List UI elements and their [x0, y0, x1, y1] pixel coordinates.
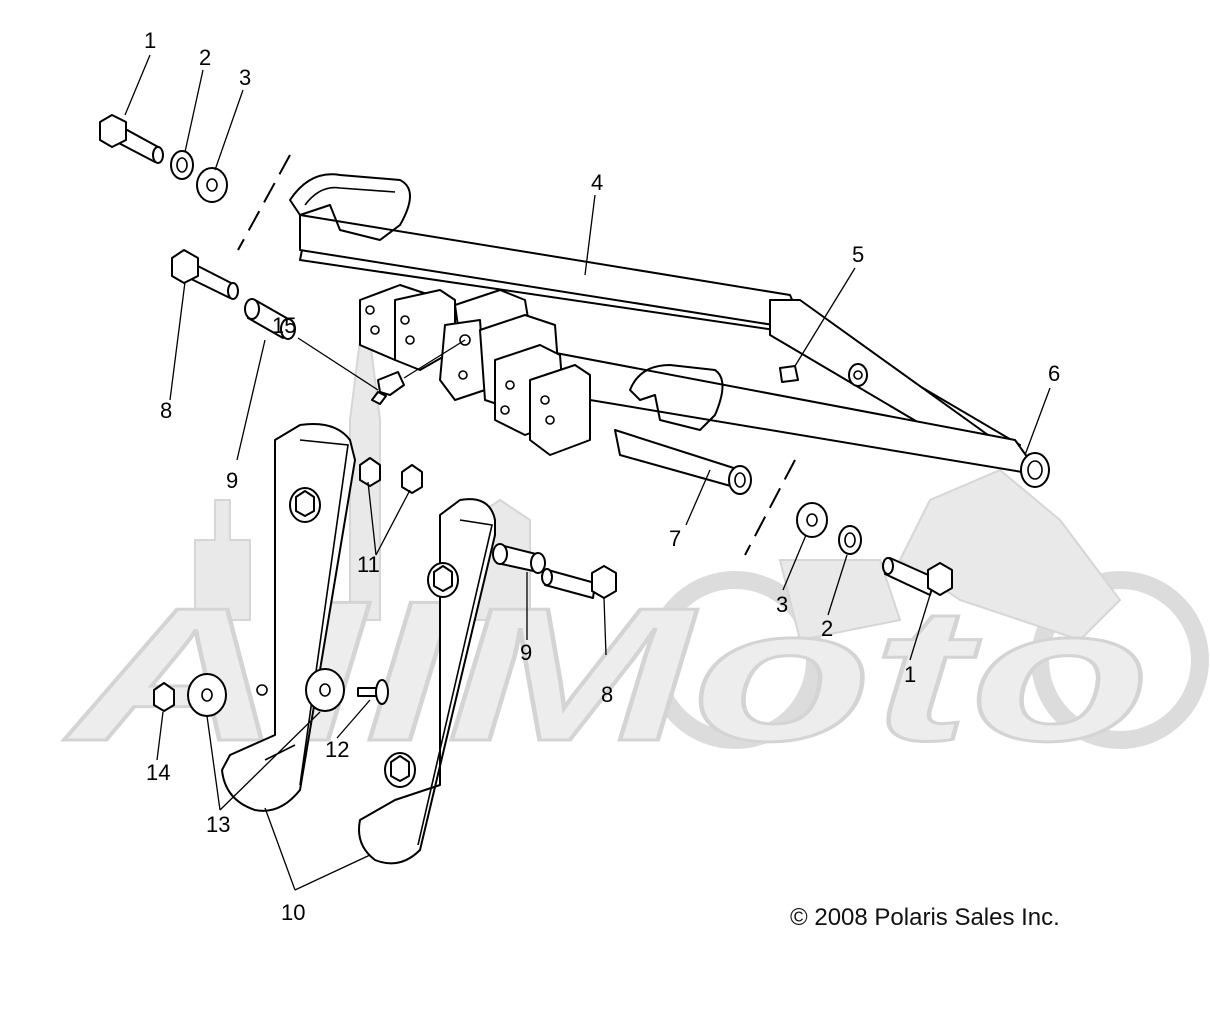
- part-10-link-right: [358, 498, 496, 865]
- break-line-right: [744, 459, 796, 556]
- part-5-grease-fitting: [779, 365, 799, 383]
- part-12-pin: [357, 679, 389, 705]
- callout-9-right: 9: [520, 640, 532, 665]
- part-14-nut: [153, 682, 175, 712]
- callout-13: 13: [206, 812, 230, 837]
- callout-10: 10: [281, 900, 305, 925]
- link-nut-left-top: [289, 487, 321, 523]
- link-nut-right-bottom: [384, 752, 416, 788]
- part-4-crossmember: [289, 173, 1050, 495]
- link-nut-right-top: [427, 562, 459, 598]
- part-11-nut-b: [401, 464, 423, 494]
- callout-11: 11: [357, 552, 380, 577]
- callout-3-top: 3: [239, 65, 251, 90]
- callout-9-left: 9: [226, 468, 238, 493]
- part-1-bolt-top: [99, 114, 164, 164]
- callout-1-top: 1: [144, 28, 156, 53]
- part-13-washer-right: [305, 668, 345, 712]
- callout-2-top: 2: [199, 45, 211, 70]
- callout-6: 6: [1048, 361, 1060, 386]
- part-2-lockwasher-bottom: [838, 525, 862, 555]
- part-2-lockwasher-top: [170, 150, 194, 180]
- part-13-washer-left: [187, 673, 227, 717]
- callout-4: 4: [591, 170, 603, 195]
- callout-5: 5: [852, 242, 864, 267]
- part-11-nut-a: [359, 457, 381, 487]
- watermark-motorcycle: [646, 468, 1209, 749]
- callout-1-bottom: 1: [904, 662, 916, 687]
- callout-3-bottom: 3: [776, 592, 788, 617]
- leader-lines: [124, 54, 1051, 891]
- callout-7: 7: [669, 526, 681, 551]
- part-15-grease-fitting: [371, 371, 405, 405]
- callout-2-bottom: 2: [821, 616, 833, 641]
- part-3-washer-bottom: [796, 502, 828, 538]
- callout-15: 15: [272, 313, 296, 338]
- part-9-bushing-right: [492, 543, 546, 574]
- callout-8-right: 8: [601, 682, 613, 707]
- callout-numbers: 1 2 3 4 5 6 7 8 9 11 9 8 3 2 1 14 13 12 …: [144, 28, 1060, 925]
- part-8-bolt-left: [171, 249, 239, 300]
- callout-8-left: 8: [160, 398, 172, 423]
- watermark-text: AllMoto: [64, 569, 1150, 781]
- part-3-washer-top: [196, 167, 228, 203]
- part-8-bolt-right: [541, 565, 617, 599]
- callout-12: 12: [325, 737, 349, 762]
- callout-14: 14: [146, 760, 170, 785]
- break-line-left: [237, 154, 291, 251]
- copyright-notice: © 2008 Polaris Sales Inc.: [790, 904, 1060, 931]
- part-9-bushing-left: [244, 298, 296, 340]
